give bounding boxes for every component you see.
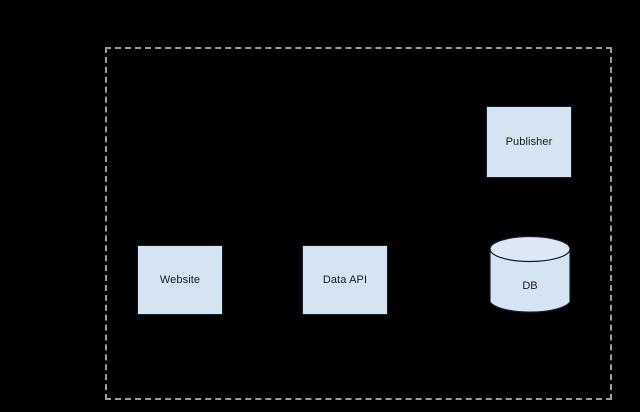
node-data-api-label: Data API: [322, 273, 368, 286]
node-website[interactable]: Website: [137, 245, 223, 315]
node-db-label: DB: [522, 280, 538, 292]
node-website-label: Website: [159, 273, 201, 286]
node-publisher-label: Publisher: [505, 135, 553, 148]
node-db[interactable]: DB: [489, 236, 571, 315]
node-data-api[interactable]: Data API: [302, 245, 388, 315]
system-boundary: [105, 47, 612, 400]
node-publisher[interactable]: Publisher: [486, 106, 572, 178]
database-cylinder-icon: [489, 236, 571, 313]
